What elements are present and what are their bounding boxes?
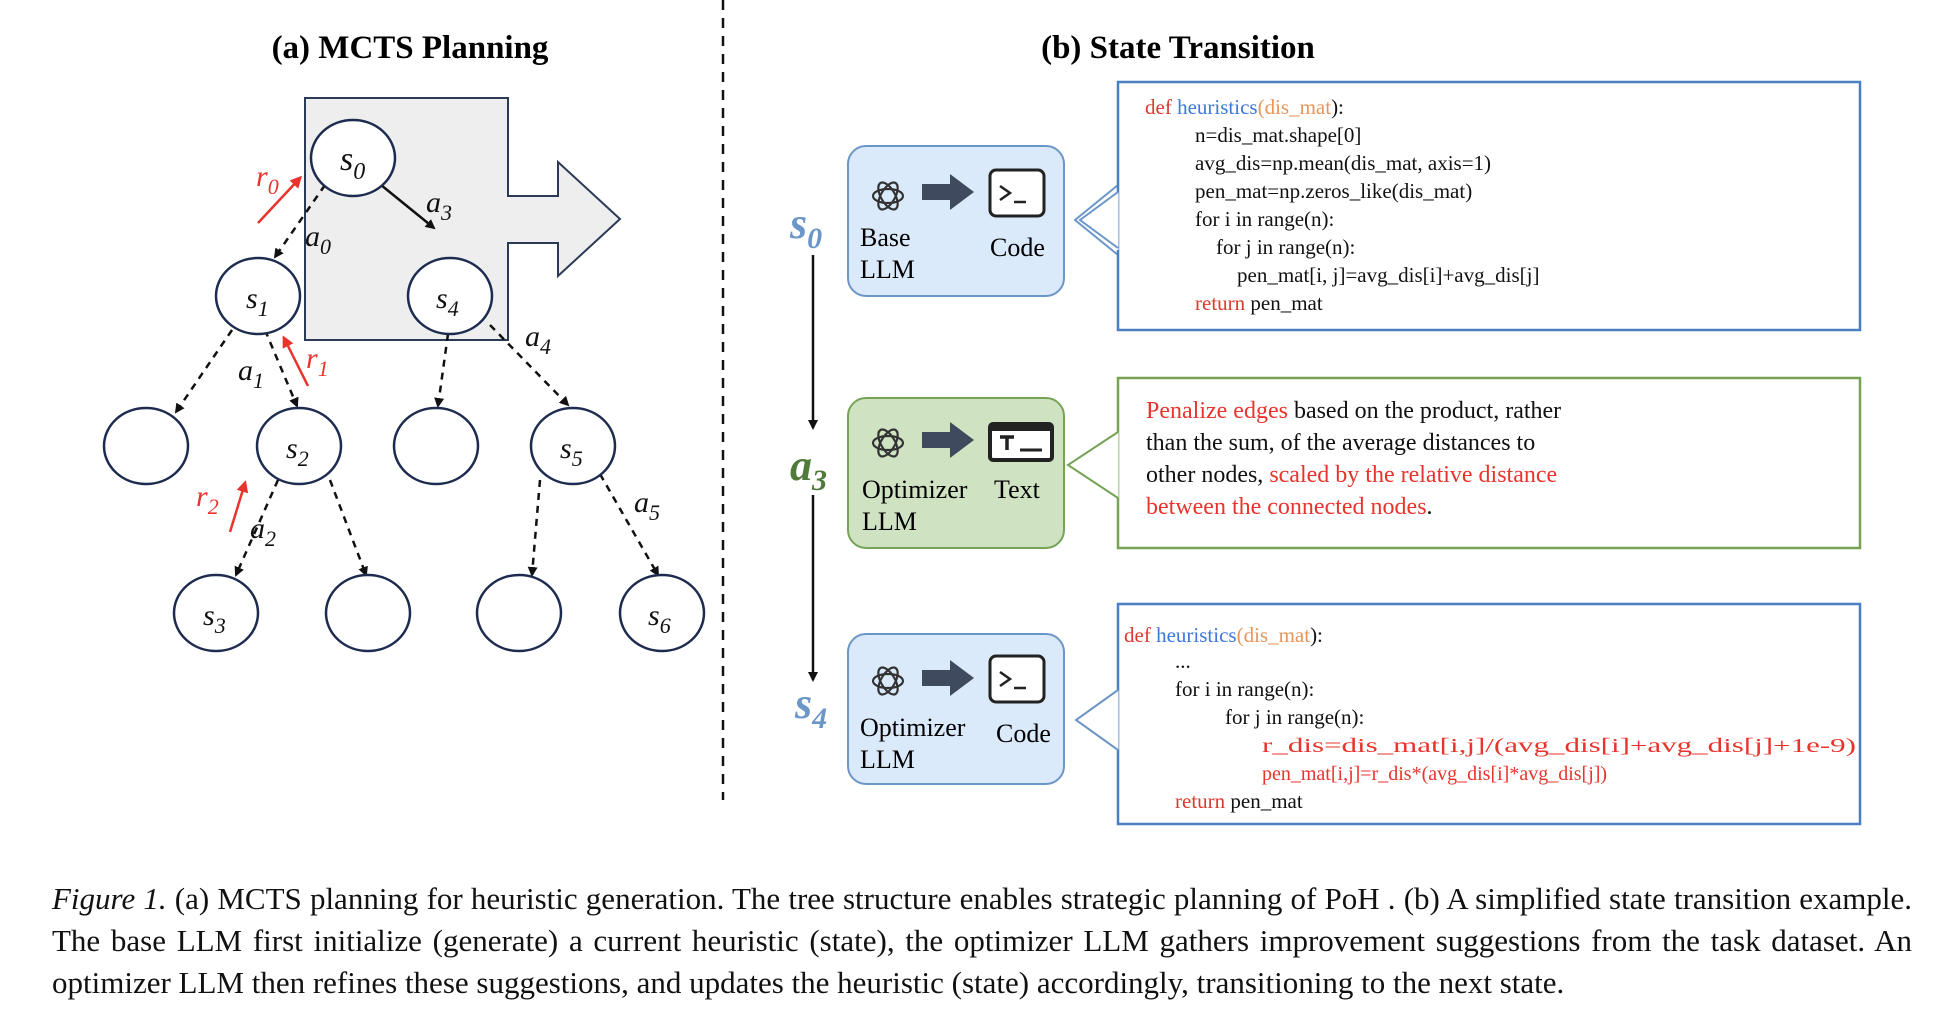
edge-s4-s5 — [489, 324, 570, 407]
optimizer-llm-label-2: LLM — [862, 507, 917, 536]
code-box-1 — [1116, 80, 1862, 332]
code1-line-1: n=dis_mat.shape[0] — [1195, 123, 1361, 147]
code1-def-line: def heuristics(dis_mat): — [1145, 95, 1344, 119]
code2-red-line-1: r_dis=dis_mat[i,j]/(avg_dis[i]+avg_dis[j… — [1262, 735, 1856, 757]
timeline-a3: a3 — [790, 441, 827, 497]
optimizer-llm-code-label-2: LLM — [860, 745, 915, 774]
edge-s2-s3 — [234, 479, 280, 577]
label-r0: r0 — [256, 160, 279, 199]
edge-s1-s2 — [263, 329, 299, 408]
optimizer-llm-label-1: Optimizer — [862, 475, 968, 504]
node-s1 — [214, 256, 302, 336]
code2-loop-i: for i in range(n): — [1175, 677, 1314, 701]
reward-arrow-r2 — [228, 480, 249, 533]
box2-output-label: Text — [994, 475, 1041, 504]
suggestion-line-4: between the connected nodes. — [1146, 494, 1433, 520]
node-s0 — [309, 118, 397, 198]
callout-2 — [1066, 431, 1119, 499]
label-s5: s5 — [560, 432, 583, 471]
node-empty-3 — [324, 573, 412, 653]
panel-a-title: (a) MCTS Planning — [272, 30, 549, 66]
code1-return-line: return pen_mat — [1195, 291, 1323, 315]
right-arrow-icon — [922, 422, 974, 458]
text-terminal-icon — [988, 422, 1054, 462]
terminal-icon — [988, 168, 1046, 218]
suggestion-line-2: than the sum, of the average distances t… — [1146, 430, 1535, 456]
edge-s4-mid — [434, 333, 450, 408]
code2-red-line-2: pen_mat[i,j]=r_dis*(avg_dis[i]*avg_dis[j… — [1262, 763, 1607, 785]
right-arrow-icon — [922, 174, 974, 210]
node-empty-4 — [475, 573, 563, 653]
code1-line-3: pen_mat=np.zeros_like(dis_mat) — [1195, 179, 1472, 203]
edge-s5-left — [527, 479, 542, 577]
code1-line-4: for i in range(n): — [1195, 207, 1334, 231]
base-llm-label-2: LLM — [860, 255, 915, 284]
label-s6: s6 — [648, 599, 671, 638]
figure-caption: Figure 1. (a) MCTS planning for heuristi… — [52, 878, 1912, 1004]
label-a2: a2 — [250, 512, 276, 551]
base-llm-label-1: Base — [860, 223, 911, 252]
terminal-icon — [988, 654, 1046, 704]
edge-s0-s1 — [273, 184, 327, 259]
timeline-s0: s0 — [789, 199, 822, 255]
code-box-2 — [1116, 602, 1862, 826]
node-empty-2 — [392, 406, 480, 486]
node-s6 — [618, 573, 706, 653]
reward-arrow-r1 — [282, 335, 310, 387]
code2-loop-j: for j in range(n): — [1225, 705, 1364, 729]
code2-ellipsis: ... — [1175, 649, 1191, 673]
openai-icon — [871, 181, 905, 211]
node-s5 — [529, 406, 617, 486]
suggestion-box — [1116, 376, 1862, 550]
openai-icon — [871, 428, 905, 458]
label-a3: a3 — [426, 186, 452, 225]
label-s3: s3 — [203, 599, 226, 638]
node-s4 — [406, 256, 494, 336]
figure-canvas: (a) MCTS Planning s0 s1 s4 s2 s5 s3 s6 — [102, 0, 1862, 826]
openai-icon — [871, 666, 905, 696]
panel-b-title: (b) State Transition — [1041, 30, 1315, 66]
label-s1: s1 — [246, 282, 269, 321]
tree-nodes — [102, 118, 706, 653]
label-a1: a1 — [238, 354, 264, 393]
label-a4: a4 — [525, 320, 551, 359]
reward-arrow-r0 — [257, 175, 303, 224]
callout-1 — [1073, 184, 1119, 256]
code2-return-line: return pen_mat — [1175, 789, 1303, 813]
label-a5: a5 — [634, 486, 660, 525]
label-s4: s4 — [436, 282, 459, 321]
edge-s0-s4 — [380, 184, 436, 230]
suggestion-line-3: other nodes, scaled by the relative dist… — [1146, 462, 1557, 488]
right-arrow-icon — [922, 660, 974, 696]
code2-def-line: def heuristics(dis_mat): — [1124, 623, 1323, 647]
label-a0: a0 — [305, 220, 331, 259]
callout-3 — [1074, 689, 1119, 751]
node-s2 — [255, 406, 343, 486]
label-r2: r2 — [196, 480, 219, 519]
label-s0: s0 — [340, 141, 365, 185]
code1-line-2: avg_dis=np.mean(dis_mat, axis=1) — [1195, 151, 1491, 175]
edge-s5-s6 — [598, 473, 660, 577]
edge-s1-left — [174, 329, 234, 414]
code1-line-5: for j in range(n): — [1195, 235, 1355, 259]
label-s2: s2 — [286, 432, 309, 471]
node-s3 — [172, 573, 260, 653]
label-r1: r1 — [306, 342, 329, 381]
caption-text: (a) MCTS planning for heuristic generati… — [52, 881, 1912, 1000]
code1-line-6: pen_mat[i, j]=avg_dis[i]+avg_dis[j] — [1195, 263, 1539, 287]
suggestion-line-1: Penalize edges based on the product, rat… — [1146, 398, 1561, 424]
node-empty-1 — [102, 406, 190, 486]
edge-s2-right — [328, 479, 368, 577]
timeline-s4: s4 — [794, 679, 827, 735]
figure-label: Figure 1. — [52, 881, 167, 916]
optimizer-llm-code-label-1: Optimizer — [860, 713, 966, 742]
box1-output-label: Code — [990, 233, 1045, 262]
box3-output-label: Code — [996, 719, 1051, 748]
